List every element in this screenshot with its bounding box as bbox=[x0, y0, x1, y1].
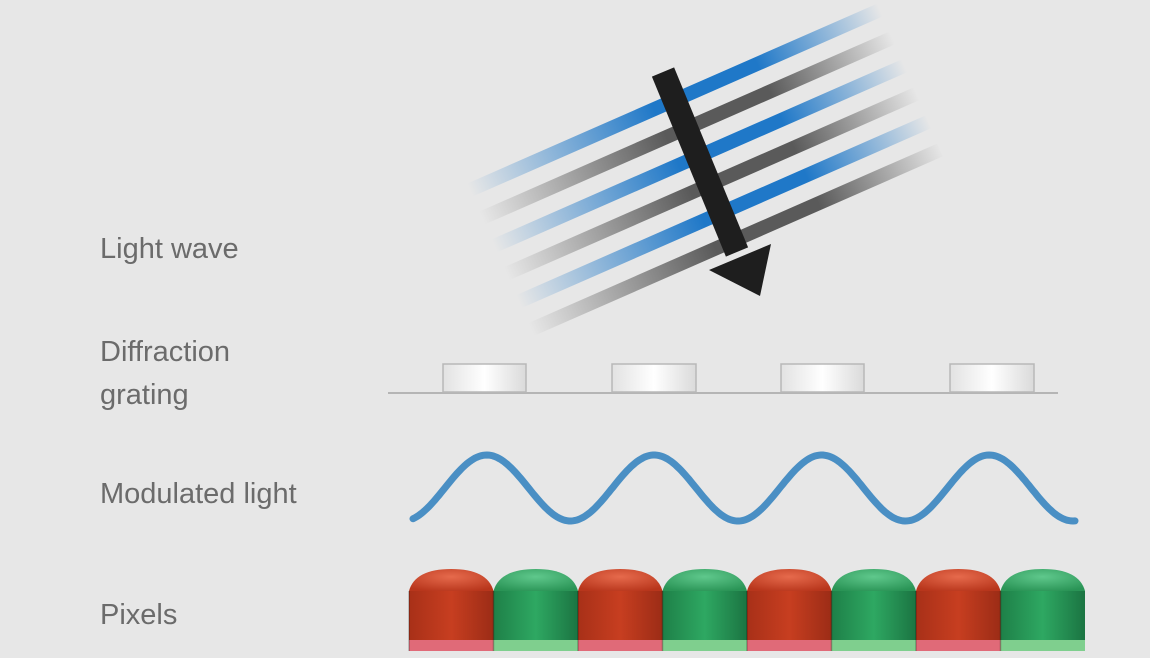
grating-slit bbox=[949, 363, 1035, 393]
pixel-filter bbox=[409, 591, 494, 640]
pixel-filter bbox=[916, 591, 1001, 640]
pixel-microlens bbox=[1000, 569, 1085, 591]
pixel-base bbox=[747, 640, 832, 651]
pixel-green bbox=[830, 569, 916, 651]
direction-arrow-icon bbox=[651, 67, 771, 296]
modulated-light-label: Modulated light bbox=[100, 478, 297, 510]
diffraction-grating-label: Diffraction grating bbox=[100, 336, 231, 411]
pixel-microlens bbox=[916, 569, 1001, 591]
pixel-red bbox=[408, 569, 494, 651]
pixel-base bbox=[1000, 640, 1085, 651]
pixel-filter bbox=[747, 591, 832, 640]
pixel-green bbox=[999, 569, 1085, 651]
pixel-microlens bbox=[747, 569, 832, 591]
pixels-label: Pixels bbox=[100, 599, 178, 631]
pixel-base bbox=[916, 640, 1001, 651]
pixel-microlens bbox=[578, 569, 663, 591]
light-wave-label: Light wave bbox=[100, 233, 239, 265]
pixel-microlens bbox=[409, 569, 494, 591]
pixel-filter bbox=[493, 591, 578, 640]
pixel-red bbox=[746, 569, 832, 651]
pixel-base bbox=[831, 640, 916, 651]
pixel-base bbox=[493, 640, 578, 651]
pixel-microlens bbox=[662, 569, 747, 591]
pixel-base bbox=[662, 640, 747, 651]
pixel-filter bbox=[1000, 591, 1085, 640]
grating-slit bbox=[611, 363, 697, 393]
pixel-base bbox=[409, 640, 494, 651]
pixel-filter bbox=[578, 591, 663, 640]
pixel-green bbox=[661, 569, 747, 651]
pixel-base bbox=[578, 640, 663, 651]
pixel-filter bbox=[831, 591, 916, 640]
pixel-green bbox=[492, 569, 578, 651]
pixel-filter bbox=[662, 591, 747, 640]
modulated-light-curve bbox=[409, 451, 1079, 525]
pixel-microlens bbox=[831, 569, 916, 591]
pixel-microlens bbox=[493, 569, 578, 591]
diffraction-grating bbox=[388, 363, 1058, 394]
pixel-red bbox=[915, 569, 1001, 651]
pixel-red bbox=[577, 569, 663, 651]
pixel-row bbox=[408, 569, 1085, 651]
grating-slit bbox=[442, 363, 527, 393]
grating-slit bbox=[780, 363, 865, 393]
